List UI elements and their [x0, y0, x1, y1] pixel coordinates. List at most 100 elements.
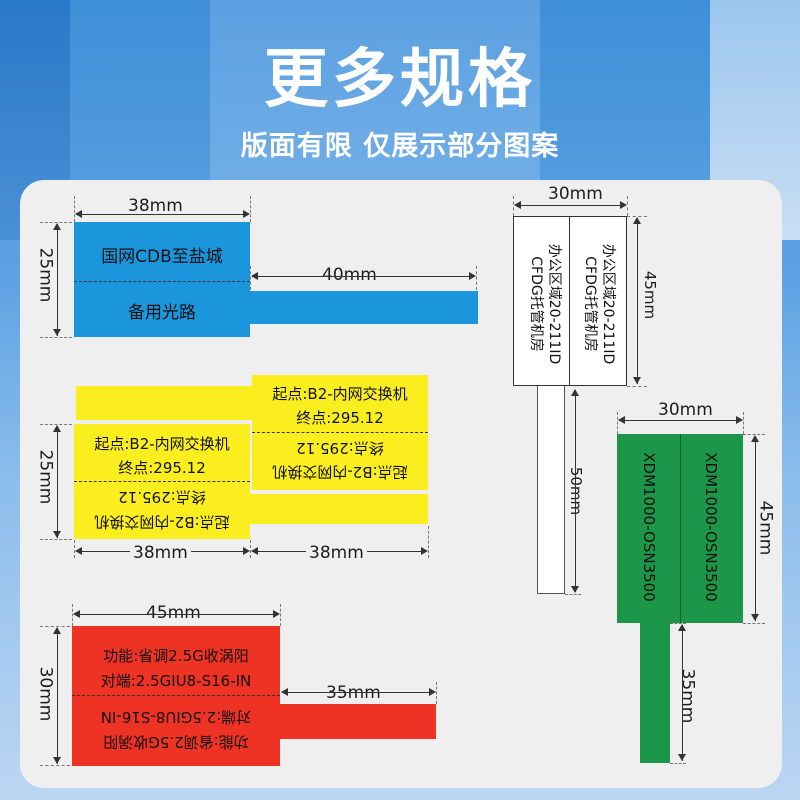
yellow-height-dim: 25mm: [35, 449, 56, 505]
red-label-text-2: 对端:2.5GIU8-S16-IN: [100, 672, 252, 690]
dim-arrow: [429, 688, 436, 696]
dim-ext: [40, 626, 70, 627]
white-label-line-2: CFDG托管机房: [582, 256, 598, 352]
yellow-left-text-1-mirror: 起点:B2-内网交换机: [94, 513, 230, 531]
dim-line: [637, 218, 638, 384]
dim-arrow: [633, 217, 641, 224]
red-label-text-2-mirror: 对端:2.5GIU8-S16-IN: [100, 708, 252, 726]
dim-arrow: [633, 377, 641, 384]
green-label-text-right: XDM1000-OSN3500: [702, 452, 720, 602]
dim-line: [515, 205, 625, 206]
yellow-right-text-2-mirror: 终点:295.12: [296, 439, 384, 457]
dim-ext: [74, 196, 75, 222]
dim-line: [57, 224, 58, 336]
yellow-tail-dim: 38mm: [306, 543, 367, 563]
dim-arrow: [73, 610, 80, 618]
dim-arrow: [243, 547, 250, 555]
dim-ext: [250, 540, 251, 558]
dim-arrow: [678, 624, 686, 631]
white-tail-dim: 50mm: [567, 466, 586, 516]
red-height-dim: 30mm: [35, 666, 56, 722]
yellow-right-text-1: 起点:B2-内网交换机: [272, 385, 408, 403]
yellow-strip-bottom: [250, 494, 428, 524]
green-label-tail: [640, 623, 670, 763]
blue-label-tail: [250, 291, 478, 324]
dim-ext: [743, 434, 765, 435]
dim-arrow: [53, 627, 61, 634]
dim-ext: [627, 386, 647, 387]
dim-arrow: [751, 435, 759, 442]
dim-line: [57, 628, 58, 764]
yellow-right-text-2: 终点:295.12: [296, 409, 384, 427]
red-label-text-1: 功能:省调2.5G收涡阳: [103, 647, 249, 665]
dim-ext: [428, 526, 429, 558]
dim-arrow: [514, 201, 521, 209]
dim-ext: [40, 765, 70, 766]
dim-ext: [40, 337, 72, 338]
dim-arrow: [281, 688, 288, 696]
red-width-dim: 45mm: [146, 603, 201, 623]
green-tail-dim: 35mm: [677, 668, 698, 724]
dim-ext: [40, 424, 72, 425]
yellow-left-text-2: 终点:295.12: [118, 459, 206, 477]
yellow-width-dim: 38mm: [130, 543, 191, 563]
dim-line: [282, 692, 434, 693]
white-label-text-right: 办公区域20-211ID CFDG托管机房: [581, 219, 617, 389]
dim-arrow: [251, 547, 258, 555]
blue-label-head: [74, 222, 250, 337]
fold-line: [74, 481, 250, 482]
dim-ext: [627, 196, 628, 216]
dim-arrow: [273, 610, 280, 618]
dim-arrow: [53, 223, 61, 230]
dim-ext: [513, 196, 514, 216]
white-label-line-1: 办公区域20-211ID: [600, 243, 616, 365]
dim-arrow: [75, 210, 82, 218]
page-title: 更多规格: [264, 43, 536, 117]
fold-line: [252, 432, 428, 433]
dim-ext: [40, 539, 72, 540]
dim-ext: [436, 682, 437, 704]
dim-line: [755, 436, 756, 621]
white-label-head: [513, 216, 627, 386]
dim-arrow: [571, 586, 579, 593]
dim-arrow: [421, 547, 428, 555]
dim-line: [76, 214, 248, 215]
dim-arrow: [751, 614, 759, 621]
blue-height-dim: 25mm: [35, 247, 56, 303]
white-height-dim: 45mm: [641, 270, 660, 320]
yellow-left-text-1: 起点:B2-内网交换机: [94, 435, 230, 453]
green-label-text-left: XDM1000-OSN3500: [640, 452, 658, 602]
fold-line: [680, 434, 681, 623]
dim-ext: [743, 412, 744, 434]
dim-arrow: [736, 416, 743, 424]
dim-arrow: [243, 210, 250, 218]
white-label-tail: [537, 386, 565, 594]
dim-arrow: [53, 329, 61, 336]
dim-ext: [627, 216, 647, 217]
red-tail-dim: 35mm: [326, 683, 381, 703]
red-label-tail: [280, 704, 436, 739]
dim-arrow: [53, 757, 61, 764]
dim-arrow: [251, 272, 258, 280]
dim-ext: [670, 623, 686, 624]
yellow-strip-top: [76, 386, 252, 420]
dim-ext: [617, 412, 618, 434]
dim-arrow: [678, 754, 686, 761]
dim-line: [682, 625, 683, 761]
dim-arrow: [469, 272, 476, 280]
fold-line: [72, 695, 280, 696]
red-label-text-1-mirror: 功能:省调2.5G收涡阳: [103, 733, 249, 751]
blue-width-dim: 38mm: [128, 196, 183, 216]
dim-arrow: [75, 547, 82, 555]
white-label-line-2: CFDG托管机房: [528, 256, 544, 352]
dim-arrow: [618, 416, 625, 424]
dim-line: [575, 390, 576, 592]
fold-line: [74, 281, 250, 282]
white-label-text-left: 办公区域20-211ID CFDG托管机房: [527, 219, 563, 389]
dim-arrow: [620, 201, 627, 209]
dim-line: [619, 420, 741, 421]
blue-label-text-2: 备用光路: [128, 303, 196, 323]
blue-label-text-1: 国网CDB至盐城: [101, 247, 223, 267]
green-width-dim: 30mm: [658, 400, 713, 420]
dim-ext: [250, 196, 251, 222]
